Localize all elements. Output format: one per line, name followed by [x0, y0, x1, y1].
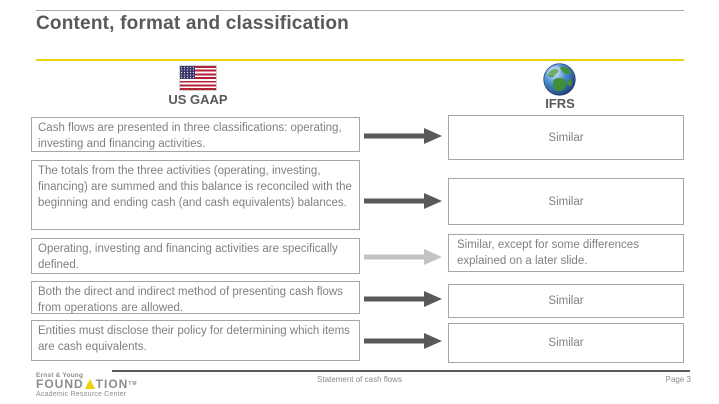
us-gaap-statement-box: Entities must disclose their policy for … [31, 320, 360, 361]
arrow-icon [364, 333, 442, 349]
us-flag-icon [180, 66, 216, 90]
page-title: Content, format and classification [36, 13, 349, 34]
arrow-icon [364, 249, 442, 265]
arrow-icon [364, 193, 442, 209]
column-header-ifrs: IFRS [545, 96, 575, 111]
us-gaap-statement-box: Operating, investing and financing activ… [31, 238, 360, 274]
ifrs-statement-box: Similar [448, 284, 684, 318]
us-gaap-statement-box: The totals from the three activities (op… [31, 160, 360, 230]
ifrs-statement-box: Similar [448, 178, 684, 225]
us-gaap-statement-box: Cash flows are presented in three classi… [31, 117, 360, 152]
ifrs-statement-box: Similar, except for some differences exp… [448, 234, 684, 272]
page-number: Page 3 [665, 375, 691, 384]
column-header-us-gaap: US GAAP [168, 92, 228, 107]
logo-subtitle: Academic Resource Center [36, 391, 127, 398]
us-gaap-statement-box: Both the direct and indirect method of p… [31, 281, 360, 314]
logo-ernst-young-text: Ernst & Young [36, 372, 84, 379]
ifrs-statement-box: Similar [448, 323, 684, 363]
arrow-icon [364, 291, 442, 307]
top-divider [36, 10, 684, 11]
arrow-icon [364, 128, 442, 144]
globe-icon [543, 63, 576, 96]
footer-divider [112, 370, 690, 372]
footer-title: Statement of cash flows [317, 375, 402, 384]
triangle-icon [84, 379, 95, 389]
accent-divider [36, 59, 684, 61]
ifrs-statement-box: Similar [448, 115, 684, 160]
